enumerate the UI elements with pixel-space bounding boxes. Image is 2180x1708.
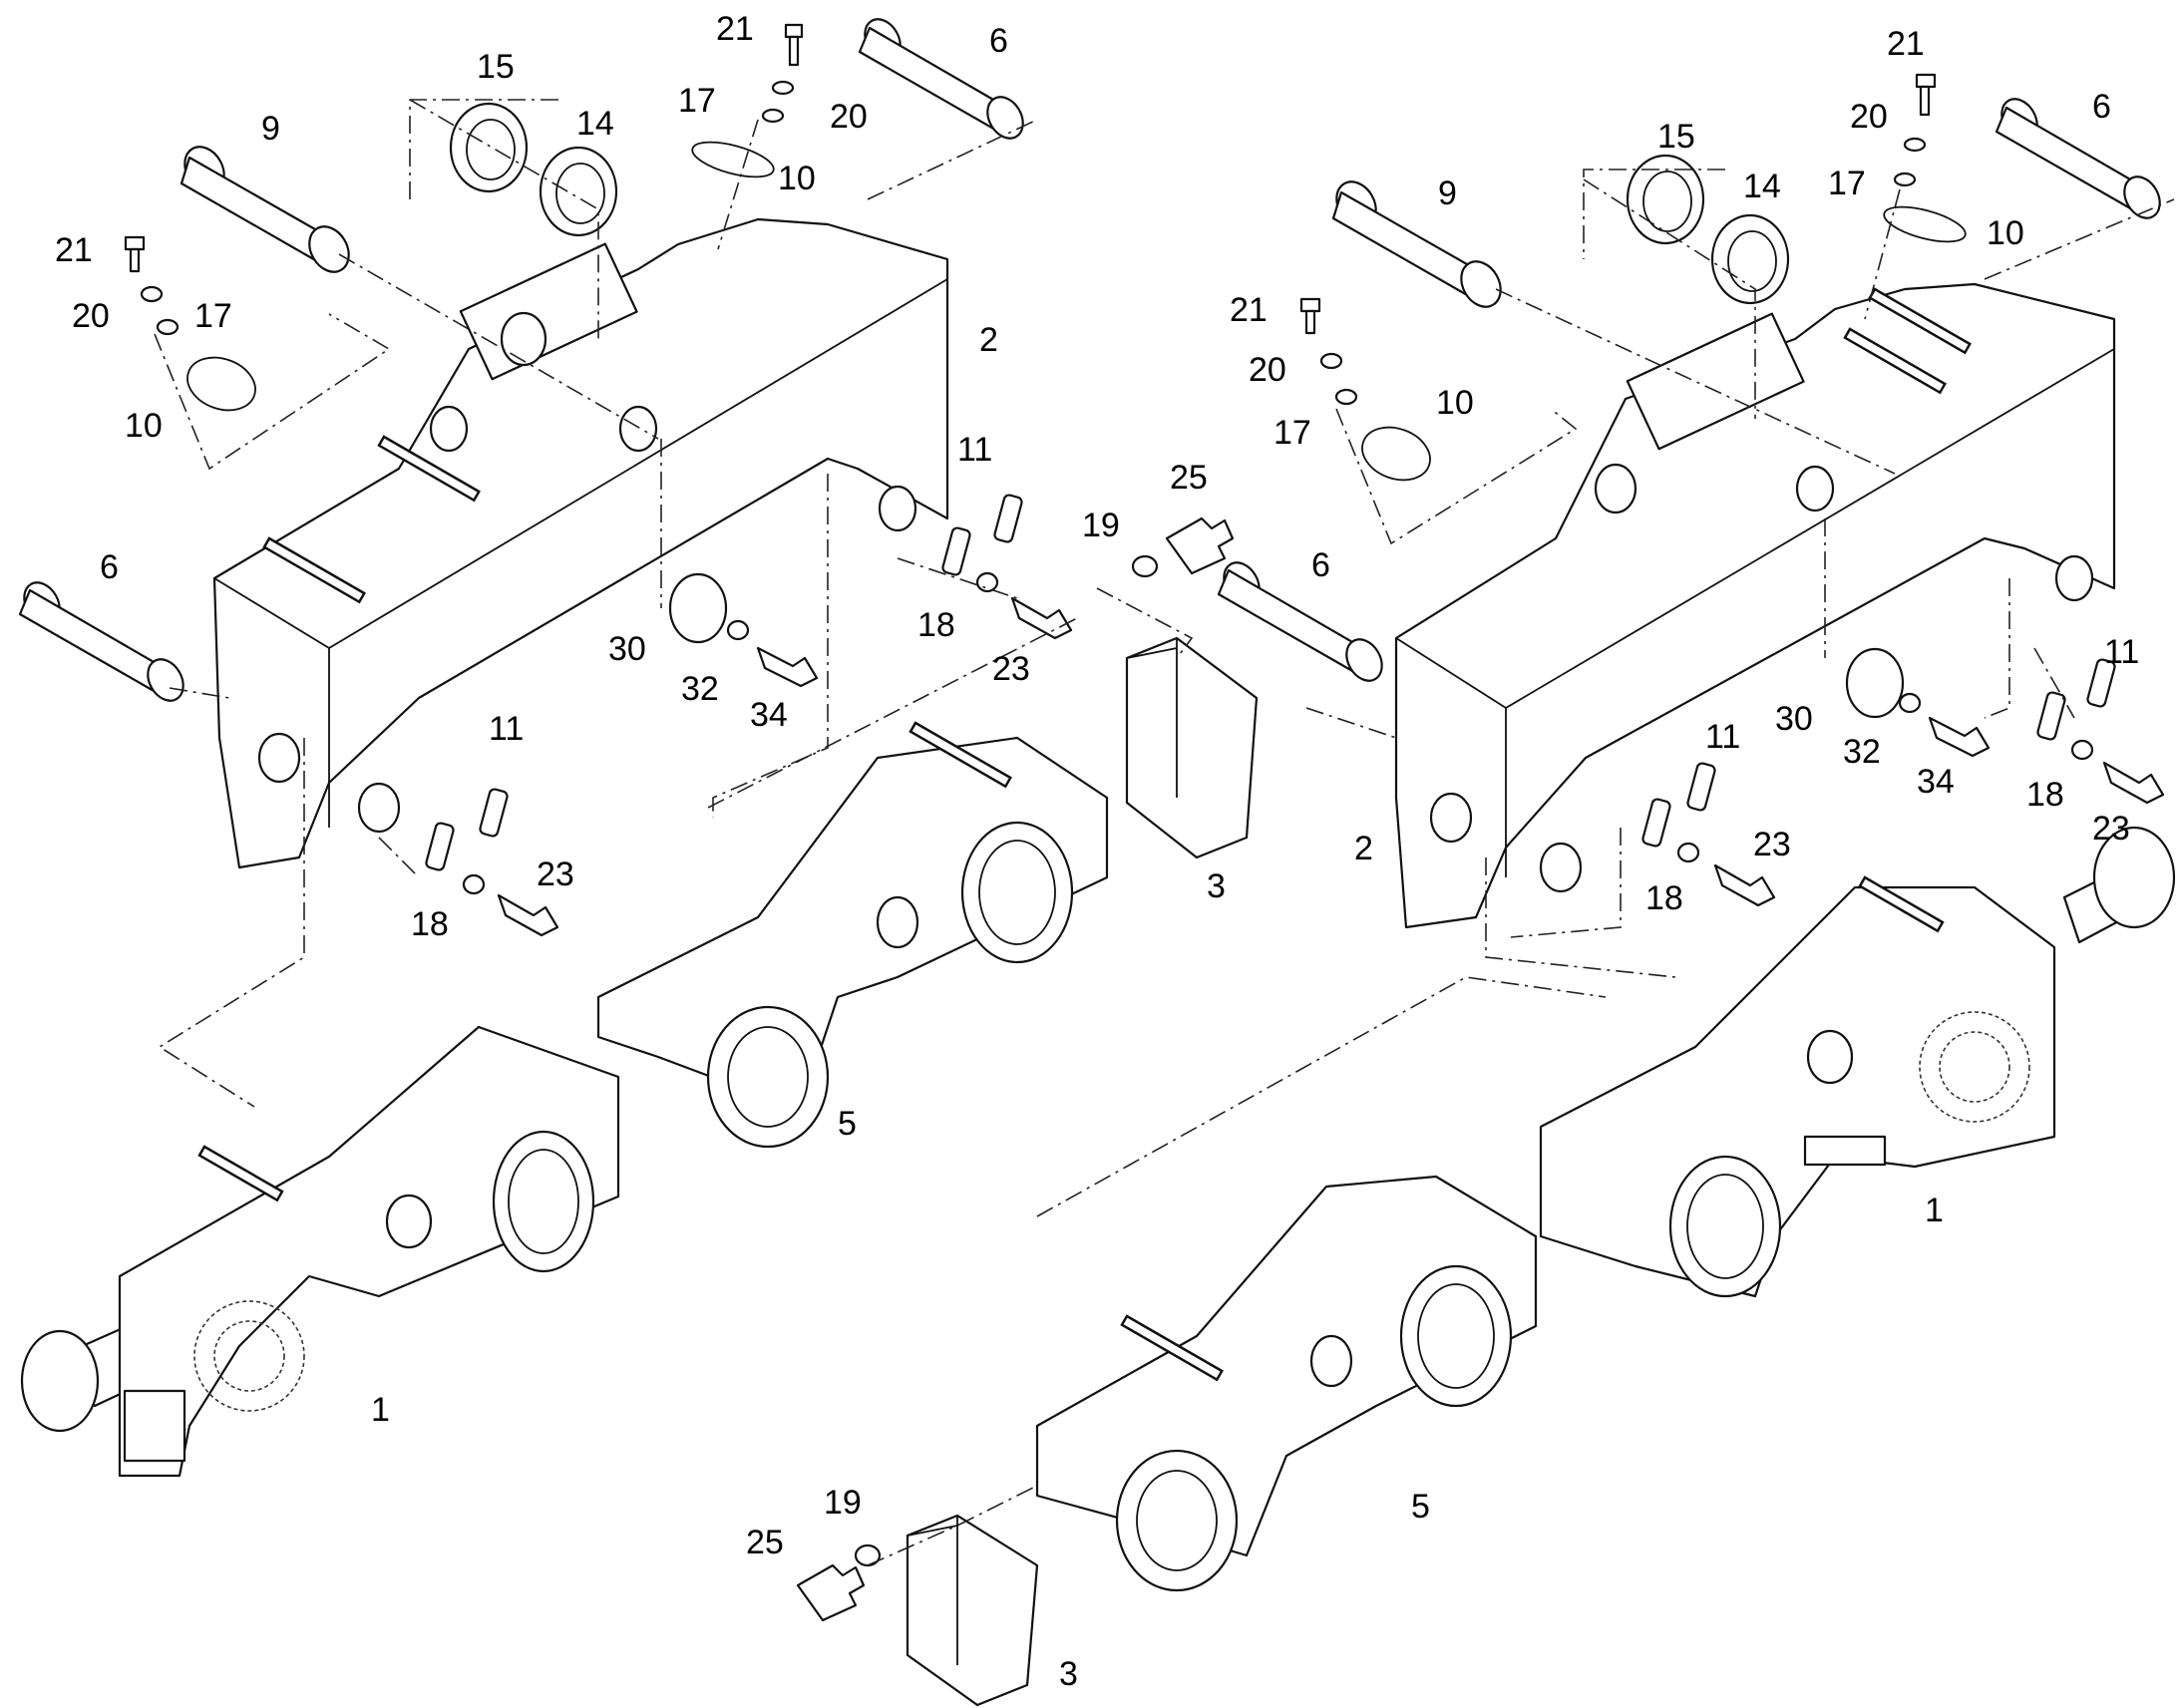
label-34: 34 [1917, 763, 1955, 801]
label-17: 17 [194, 297, 232, 335]
label-23: 23 [992, 650, 1030, 688]
links-11-left-lower [425, 788, 559, 937]
labels-center: 25 19 6 3 5 5 19 25 3 [746, 459, 1430, 1693]
leader-lines-left [154, 99, 1038, 1108]
label-3: 3 [1059, 1655, 1078, 1693]
ring-15-left [449, 102, 529, 193]
bogie-5-upper [596, 721, 1109, 1149]
bolt-21-left-top [691, 23, 804, 178]
label-14: 14 [576, 105, 614, 143]
plate-3-lower [906, 1514, 1039, 1707]
label-5: 5 [1411, 1488, 1430, 1526]
label-18: 18 [411, 905, 449, 943]
label-9: 9 [1438, 174, 1457, 212]
label-30: 30 [608, 630, 646, 668]
label-23: 23 [537, 855, 574, 893]
pin-6-left-top [858, 18, 1024, 140]
ring-14-right [1710, 213, 1790, 305]
links-11-right-upper [2036, 658, 2165, 805]
ring-14-left [539, 146, 618, 237]
label-20: 20 [1249, 351, 1286, 389]
label-17: 17 [1828, 165, 1866, 202]
frame-2-left [212, 217, 949, 869]
center-assembly [596, 516, 1607, 1707]
label-2: 2 [979, 321, 998, 359]
label-6: 6 [989, 22, 1008, 60]
bogie-1-left [20, 1025, 620, 1478]
label-23: 23 [1753, 826, 1791, 863]
bolt-21-left-side [124, 235, 256, 412]
pin-6-left-side [18, 581, 184, 702]
label-11: 11 [1705, 718, 1740, 756]
label-21: 21 [55, 231, 93, 269]
label-11: 11 [489, 710, 524, 748]
label-32: 32 [1843, 733, 1881, 771]
label-23: 23 [2092, 810, 2130, 848]
label-32: 32 [681, 670, 719, 708]
plate-3-upper [1125, 636, 1259, 859]
right-assembly [1299, 73, 2176, 1298]
label-9: 9 [261, 110, 280, 148]
bolt-25-lower [796, 1543, 882, 1622]
label-34: 34 [750, 696, 788, 734]
label-21: 21 [1230, 291, 1268, 329]
bolt-21-right-side [1299, 297, 1431, 482]
label-18: 18 [917, 606, 955, 644]
label-18: 18 [1645, 879, 1683, 917]
label-15: 15 [1657, 118, 1695, 156]
pin-6-right-top [1995, 98, 2161, 219]
label-17: 17 [678, 82, 716, 120]
label-20: 20 [1850, 98, 1888, 136]
label-17: 17 [1273, 414, 1311, 452]
label-20: 20 [830, 98, 868, 136]
label-14: 14 [1743, 168, 1781, 205]
labels-right: 21 20 6 15 14 9 17 10 21 20 10 17 11 30 … [1230, 25, 2139, 1229]
label-2: 2 [1354, 830, 1373, 867]
label-19: 19 [824, 1484, 862, 1522]
disc-30-right [1845, 647, 1991, 758]
label-1: 1 [1925, 1192, 1944, 1229]
pin-6-center [1217, 561, 1383, 682]
bogie-5-lower [1035, 1175, 1538, 1592]
label-10: 10 [778, 160, 816, 197]
leader-lines-center [707, 587, 1607, 1566]
label-10: 10 [1987, 214, 2024, 252]
label-6: 6 [2092, 88, 2111, 126]
label-21: 21 [1887, 25, 1925, 63]
links-11-left-upper [941, 494, 1073, 640]
label-19: 19 [1082, 507, 1120, 544]
bogie-1-right [1539, 826, 2176, 1298]
label-25: 25 [1170, 459, 1208, 497]
label-30: 30 [1775, 700, 1813, 738]
label-21: 21 [716, 10, 754, 48]
label-1: 1 [371, 1391, 390, 1429]
labels-left: 21 6 15 17 20 14 9 10 21 20 17 2 10 11 6… [55, 10, 1030, 1429]
label-25: 25 [746, 1524, 784, 1561]
bolt-21-right-top [1883, 73, 1967, 243]
links-11-right-lower [1641, 762, 1776, 907]
frame-2-right [1394, 282, 2116, 929]
left-assembly [18, 18, 1073, 1478]
label-6: 6 [1311, 546, 1330, 584]
label-3: 3 [1207, 867, 1226, 905]
label-10: 10 [125, 407, 163, 445]
ring-15-right [1626, 154, 1705, 245]
label-15: 15 [477, 48, 515, 86]
label-11: 11 [2104, 633, 2139, 671]
label-20: 20 [72, 297, 110, 335]
label-6: 6 [100, 548, 119, 586]
leader-lines-right [1305, 169, 2175, 978]
label-11: 11 [957, 431, 992, 469]
pin-9-left [180, 146, 350, 273]
pin-9-right [1331, 180, 1502, 308]
label-18: 18 [2026, 776, 2064, 814]
bolt-25-upper [1131, 516, 1235, 578]
disc-30-left [668, 572, 819, 688]
label-10: 10 [1436, 384, 1474, 422]
label-5: 5 [838, 1105, 857, 1143]
